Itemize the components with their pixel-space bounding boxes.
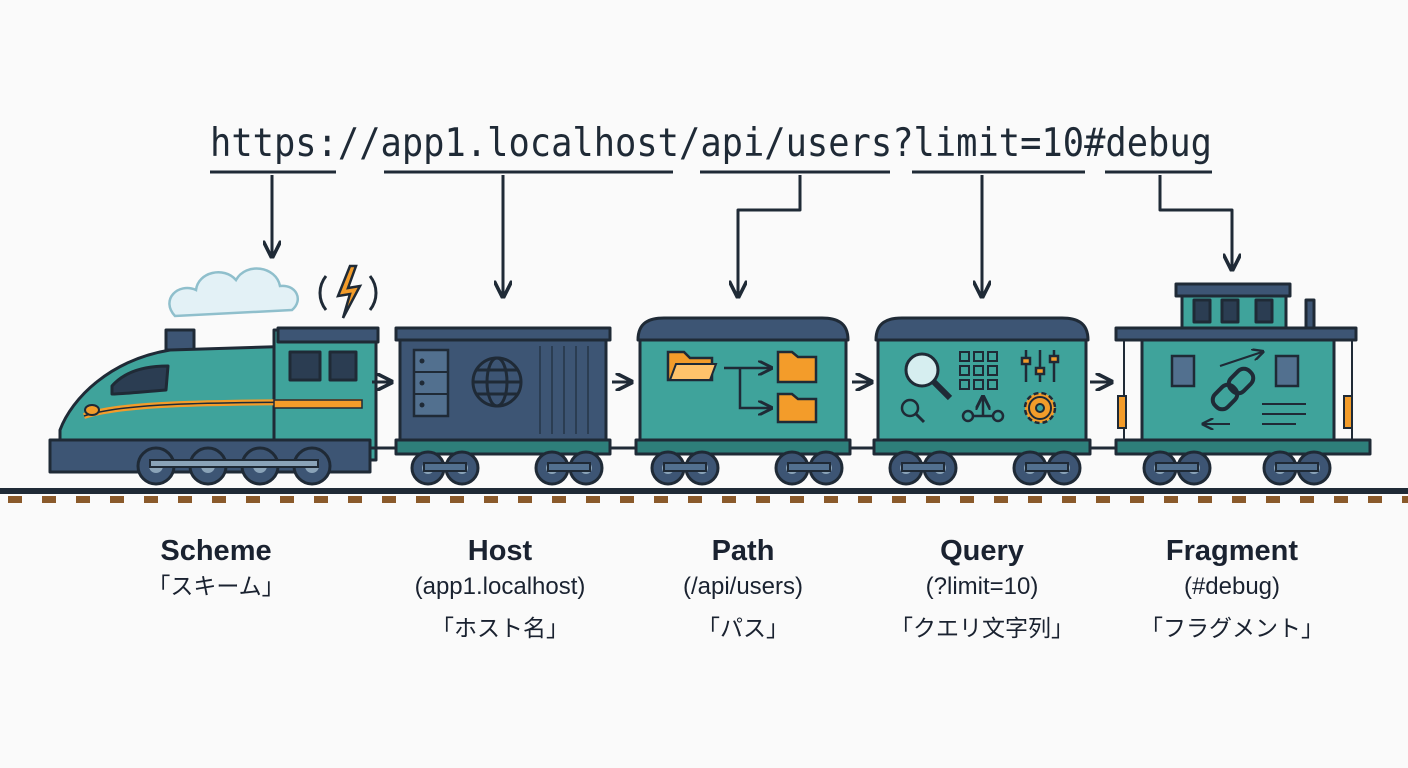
rail-tie <box>1096 496 1110 503</box>
lightning-icon <box>318 264 378 319</box>
rail-tie <box>756 496 770 503</box>
path-title: Path <box>712 535 775 567</box>
rail-tie <box>926 496 940 503</box>
rail-tie <box>212 496 226 503</box>
label-scheme: Scheme 「スキーム」 <box>147 535 284 600</box>
bogie-frame <box>1275 462 1319 472</box>
fragment-detail: (#debug) <box>1184 573 1280 600</box>
rail-tie <box>450 496 464 503</box>
rail-tie <box>518 496 532 503</box>
url-line: https://app1.localhost/api/users?limit=1… <box>210 121 1212 166</box>
label-fragment: Fragment (#debug) 「フラグメント」 <box>1140 535 1324 642</box>
host-car <box>394 326 612 456</box>
fragment-title: Fragment <box>1166 535 1298 567</box>
rail-tie <box>1300 496 1314 503</box>
query-jp: 「クエリ文字列」 <box>890 616 1074 642</box>
rail-tie <box>620 496 634 503</box>
rail-tie <box>824 496 838 503</box>
rail-tie <box>178 496 192 503</box>
host-jp: 「ホスト名」 <box>431 616 569 642</box>
segment-labels: Scheme 「スキーム」 Host (app1.localhost) 「ホスト… <box>147 535 1324 642</box>
rail-tie <box>382 496 396 503</box>
rail-tie <box>1266 496 1280 503</box>
url-scheme: https:// <box>210 121 381 166</box>
query-detail: (?limit=10) <box>926 573 1039 600</box>
link-icon <box>1210 366 1256 412</box>
path-detail: (/api/users) <box>683 573 803 600</box>
bogie-frame <box>787 462 831 472</box>
fragment-jp: 「フラグメント」 <box>1140 616 1324 642</box>
folder-icon <box>666 350 718 382</box>
rail-tie <box>892 496 906 503</box>
query-car <box>872 316 1092 456</box>
rail-tie <box>654 496 668 503</box>
folder-icon <box>776 392 818 424</box>
label-host: Host (app1.localhost) 「ホスト名」 <box>415 535 586 642</box>
rail-tie <box>8 496 22 503</box>
folder-icon <box>776 350 818 384</box>
query-title: Query <box>940 535 1024 567</box>
rail-tie <box>688 496 702 503</box>
url-query: ?limit=10 <box>892 121 1084 166</box>
bogie-frame <box>423 462 467 472</box>
locomotive <box>48 264 380 486</box>
wagon-wheels <box>410 450 1332 486</box>
bogie-frame <box>1025 462 1069 472</box>
rail-tie <box>1164 496 1178 503</box>
globe-icon <box>471 356 523 408</box>
host-title: Host <box>468 535 533 567</box>
rail-tie <box>144 496 158 503</box>
url-path: /api/users <box>679 121 892 166</box>
connector-arrows <box>272 175 1232 295</box>
bogie-frame <box>663 462 707 472</box>
rail-tie <box>1028 496 1042 503</box>
rail-tie <box>1198 496 1212 503</box>
rail-tie <box>722 496 736 503</box>
rail-tie <box>1232 496 1246 503</box>
sliders-icon <box>1020 350 1060 382</box>
path-car <box>634 316 852 456</box>
label-query: Query (?limit=10) 「クエリ文字列」 <box>890 535 1074 642</box>
rail-tie <box>416 496 430 503</box>
steam-icon <box>168 267 299 318</box>
gear-icon <box>1023 391 1057 425</box>
rail-tie <box>484 496 498 503</box>
rail-tie <box>858 496 872 503</box>
rail-tie <box>586 496 600 503</box>
host-detail: (app1.localhost) <box>415 573 586 600</box>
rail-tie <box>1062 496 1076 503</box>
rail-tie <box>552 496 566 503</box>
path-jp: 「パス」 <box>697 616 789 642</box>
label-path: Path (/api/users) 「パス」 <box>683 535 803 642</box>
rail-tie <box>110 496 124 503</box>
rail-tie <box>994 496 1008 503</box>
rail-tie <box>790 496 804 503</box>
rail-tie <box>348 496 362 503</box>
fragment-car <box>1114 282 1372 456</box>
path-arrow <box>738 175 802 295</box>
bogie-frame <box>901 462 945 472</box>
bogie-frame <box>1155 462 1199 472</box>
rail-tie <box>314 496 328 503</box>
fragment-arrow <box>1158 175 1232 268</box>
scheme-title: Scheme <box>160 535 271 567</box>
rail-tie <box>1402 496 1408 503</box>
rail-tie <box>246 496 260 503</box>
server-icon <box>412 348 450 418</box>
rail-tie <box>960 496 974 503</box>
rail-tie <box>42 496 56 503</box>
magnifier-icon <box>900 398 926 424</box>
rail-tie <box>1368 496 1382 503</box>
rail-tie <box>76 496 90 503</box>
rail-tie <box>1130 496 1144 503</box>
url-fragment: #debug <box>1084 121 1212 166</box>
rail-track <box>0 488 1408 503</box>
url-host: app1.localhost <box>381 121 679 166</box>
rail-tie <box>280 496 294 503</box>
magnifier-icon <box>904 352 953 401</box>
bogie-frame <box>547 462 591 472</box>
scheme-jp: 「スキーム」 <box>147 574 284 600</box>
rail-tie <box>1334 496 1348 503</box>
